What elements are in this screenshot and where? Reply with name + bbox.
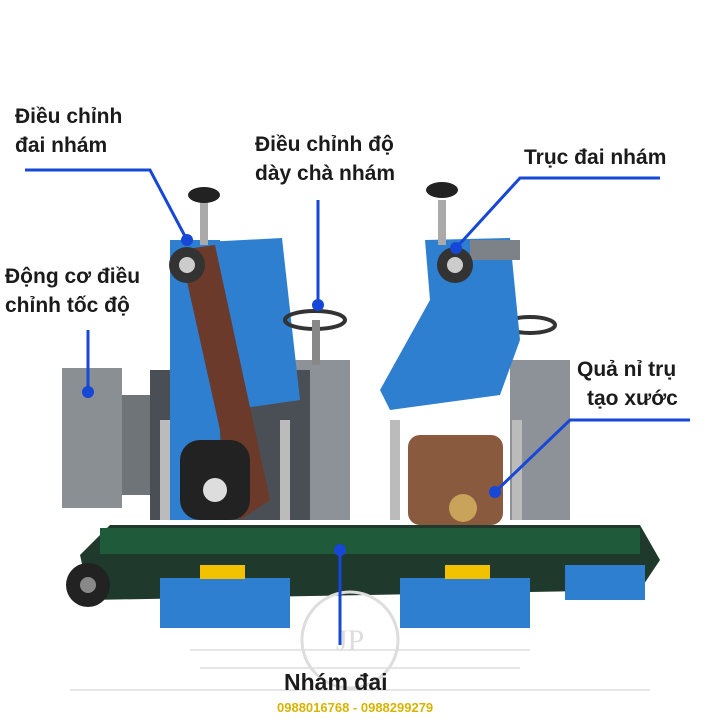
label-line: Động cơ điều <box>5 265 141 288</box>
conveyor-end-bracket <box>565 565 645 600</box>
label-thickness-adjust: Điều chỉnh độ dày chà nhám <box>255 130 395 188</box>
felt-roller-hub <box>449 494 477 522</box>
label-belt-shaft: Trục đai nhám <box>524 146 667 169</box>
left-knob-shaft <box>200 200 208 245</box>
label-line: chỉnh tốc độ <box>5 294 130 317</box>
label-line: Điều chỉnh <box>15 105 123 128</box>
floor-lines <box>70 649 650 691</box>
felt-roller <box>408 435 503 525</box>
conveyor-pulley-hub <box>80 577 96 593</box>
left-pulley-hub <box>179 257 195 273</box>
label-line: dày chà nhám <box>255 162 396 185</box>
right-knob <box>426 182 458 198</box>
conveyor-bracket-left <box>160 578 290 628</box>
right-pulley-hub <box>447 257 463 273</box>
label-line: đai nhám <box>15 134 108 157</box>
leader-lines <box>25 168 690 645</box>
label-felt-roller: Quả nỉ trụ tạo xước <box>577 355 678 413</box>
handwheel-left-shaft <box>312 320 320 365</box>
conveyor-bracket-right <box>400 578 530 628</box>
right-arm <box>380 238 520 410</box>
leader-dots <box>82 234 501 556</box>
label-line: tạo xước <box>587 387 678 410</box>
right-arm-top <box>470 240 520 260</box>
direction-arrow-sticker <box>445 565 490 579</box>
label-belt-adjust: Điều chỉnh đai nhám <box>15 102 122 160</box>
left-knob <box>188 187 220 203</box>
conveyor-belt <box>100 528 640 554</box>
watermark-logo <box>300 590 400 690</box>
direction-arrow-sticker <box>200 565 245 579</box>
label-sanding-belt: Nhám đai <box>284 669 388 695</box>
right-knob-shaft <box>438 200 446 245</box>
label-line: Quả nỉ trụ <box>577 358 677 381</box>
label-motor: Động cơ điều chỉnh tốc độ <box>5 262 140 320</box>
contact-phones: 0988016768 - 0988299279 <box>277 700 434 715</box>
left-drum-hub <box>203 478 227 502</box>
label-line: Điều chỉnh độ <box>255 133 394 156</box>
